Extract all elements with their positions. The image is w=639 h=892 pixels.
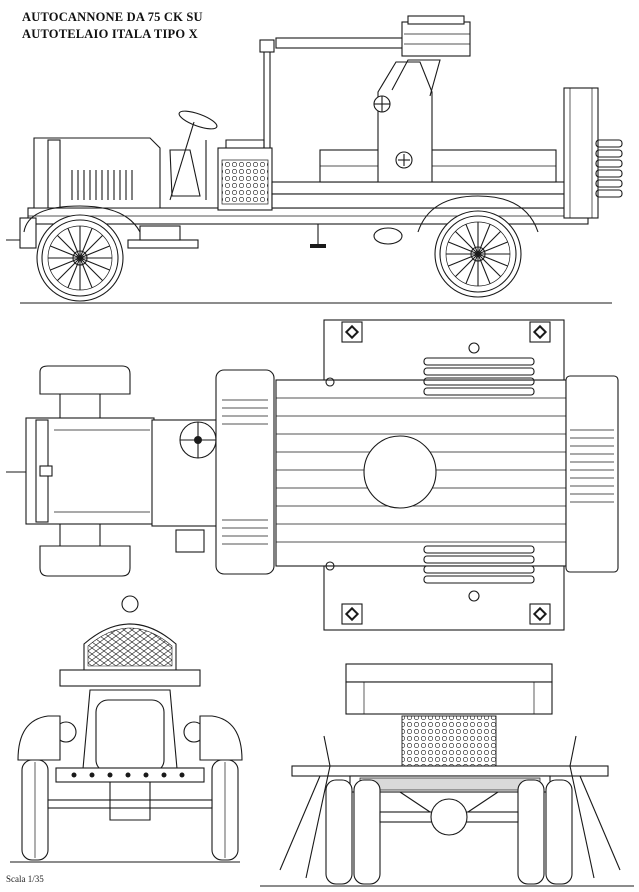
rear-view [260,663,634,887]
gun-pedestal [377,61,433,183]
outrigger-leg-right [569,765,595,879]
outrigger-plate-top [323,319,565,381]
deck-cartridges [423,357,535,584]
steering-wheel-side [178,110,218,130]
corner-pad [341,321,363,343]
engine-hood [33,137,161,209]
rear-wheel-left-inner [353,779,381,885]
rear-ammo-panel [401,715,497,767]
ammo-crates-top [215,369,275,575]
front-axle [47,799,213,809]
front-fender [23,205,141,233]
rear-wheel-left-outer [325,779,353,885]
corner-pad [341,603,363,625]
drawing-title-line-2: AUTOTELAIO ITALA TIPO X [22,27,198,41]
outrigger-leg-left [305,765,331,879]
rear-fender [417,195,539,233]
corner-pad [529,603,551,625]
top-view [6,319,619,631]
flatbed-side [271,181,589,195]
rear-top-frame [345,663,553,683]
drawing-title-line-1: AUTOCANNONE DA 75 CK SU [22,10,203,24]
side-view [6,15,623,304]
rear-platform-beam [291,765,609,777]
hood-louvres [71,170,133,200]
rear-rack-top [565,375,619,573]
radiator [47,139,61,209]
rear-wheel-right-outer [545,779,573,885]
rear-wheel-side [434,210,522,298]
outrigger-plate-bottom [323,565,565,631]
corner-pad [529,321,551,343]
front-fender-top-left [39,365,131,395]
front-wheel-side [36,214,124,302]
rear-rack-side [563,87,599,219]
front-fender-top-right [39,545,131,577]
gun-turntable [363,435,437,509]
scale-label: Scala 1/35 [6,874,44,884]
front-view [10,595,243,863]
steering-column [169,121,195,201]
gun-barrel [275,37,407,49]
gun-breech [401,21,471,57]
differential [430,798,468,836]
rear-wheel-right-inner [517,779,545,885]
